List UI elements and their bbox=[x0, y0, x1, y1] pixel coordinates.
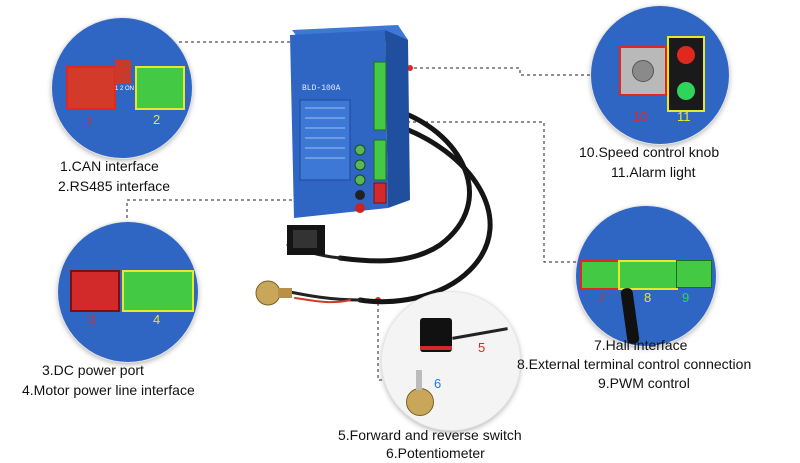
caption-pwm: 9.PWM control bbox=[598, 375, 690, 391]
pwm-terminal-box bbox=[676, 260, 712, 288]
caption-motor-power: 4.Motor power line interface bbox=[22, 382, 195, 398]
dc-terminal-block bbox=[373, 182, 387, 204]
rocker-switch-closeup bbox=[420, 318, 452, 352]
hall-terminal-box bbox=[580, 260, 622, 290]
marker-3: 3 bbox=[88, 312, 96, 327]
alarm-light-box bbox=[667, 36, 705, 112]
potentiometer bbox=[255, 280, 281, 306]
knob-icon bbox=[632, 60, 654, 82]
marker-10: 10 bbox=[633, 109, 648, 124]
dc-power-terminal bbox=[70, 270, 120, 312]
zoom-knob-alarm: 10 11 bbox=[591, 6, 729, 144]
marker-11: 11 bbox=[677, 109, 691, 124]
marker-5: 5 bbox=[478, 340, 486, 355]
speed-knob-box bbox=[619, 46, 667, 96]
marker-8: 8 bbox=[644, 290, 652, 305]
zoom-switch-pot: 5 6 bbox=[382, 292, 520, 430]
marker-6: 6 bbox=[434, 376, 442, 391]
caption-hall: 7.Hall interface bbox=[594, 337, 688, 353]
driver-side bbox=[385, 30, 410, 208]
caption-speed-knob: 10.Speed control knob bbox=[579, 144, 720, 160]
zoom-control-terminals: 7 8 9 bbox=[576, 206, 716, 346]
marker-1: 1 bbox=[86, 114, 94, 129]
ext-terminal-box bbox=[618, 260, 678, 290]
marker-dot bbox=[407, 65, 413, 71]
caption-potentiometer: 6.Potentiometer bbox=[386, 445, 485, 461]
caption-alarm: 11.Alarm light bbox=[611, 164, 696, 180]
caption-fwd-rev: 5.Forward and reverse switch bbox=[338, 427, 522, 443]
potentiometer-closeup bbox=[406, 388, 434, 416]
dip-switch bbox=[115, 60, 131, 84]
can-terminal-box bbox=[66, 66, 116, 110]
caption-ext-terminal: 8.External terminal control connection bbox=[517, 356, 752, 372]
label-panel bbox=[299, 99, 351, 181]
motor-terminal-box bbox=[122, 270, 194, 312]
pot-shaft bbox=[416, 370, 422, 390]
marker-7: 7 bbox=[598, 290, 606, 305]
marker-2: 2 bbox=[153, 112, 161, 127]
signal-terminal-block bbox=[373, 61, 387, 131]
power-terminal-block bbox=[373, 139, 387, 181]
zoom-power: 3 4 bbox=[58, 222, 198, 362]
driver-model-label: BLD-100A bbox=[302, 84, 341, 93]
caption-dc-power: 3.DC power port bbox=[42, 362, 144, 378]
green-led-icon bbox=[677, 82, 695, 100]
wire-closeup bbox=[452, 327, 508, 340]
marker-9: 9 bbox=[682, 290, 690, 305]
dip-switch-marks: 1 2 ON bbox=[115, 86, 135, 92]
caption-can: 1.CAN interface bbox=[60, 158, 159, 174]
marker-4: 4 bbox=[153, 312, 161, 327]
rs485-terminal-box bbox=[135, 66, 185, 110]
zoom-can-rs485: 1 2 ON 1 2 bbox=[52, 18, 192, 158]
red-led-icon bbox=[677, 46, 695, 64]
caption-rs485: 2.RS485 interface bbox=[58, 178, 171, 194]
